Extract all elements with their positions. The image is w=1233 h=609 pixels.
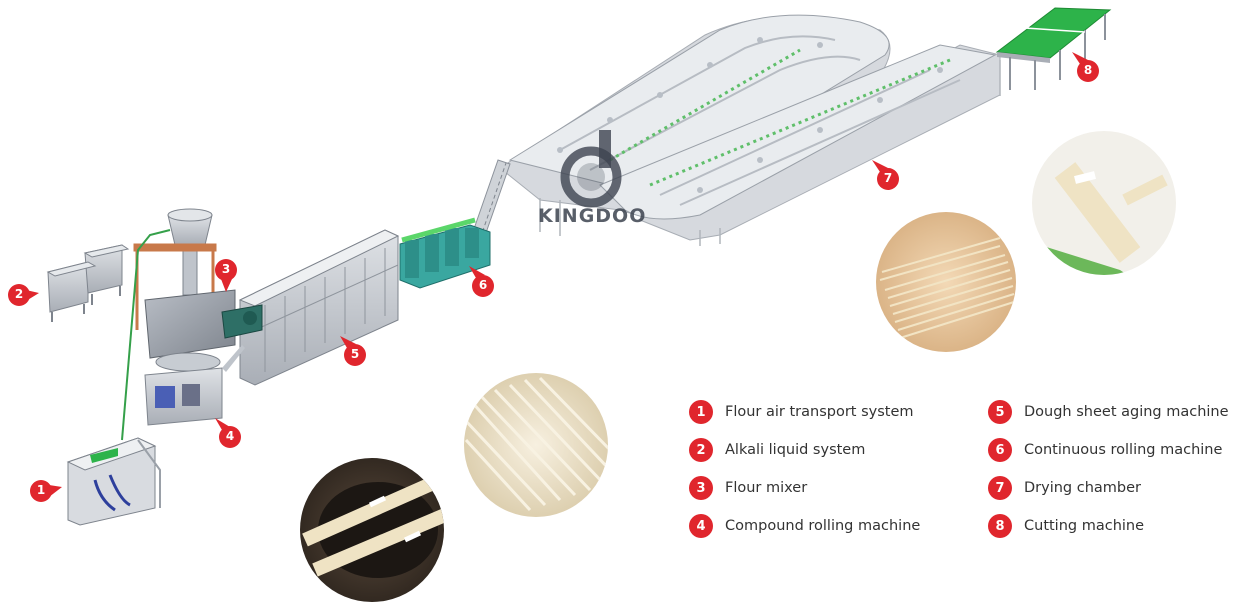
alkali-liquid-system xyxy=(46,244,130,322)
photo-noodle-bundle xyxy=(1032,131,1176,275)
legend-item-2: 2 Alkali liquid system xyxy=(689,437,865,463)
photo-noodles-on-wood xyxy=(876,212,1016,352)
pin-label-3: 3 xyxy=(221,262,231,276)
diagram-pin-3 xyxy=(215,259,237,292)
diagram-pin-6 xyxy=(469,266,494,297)
legend-label: Continuous rolling machine xyxy=(1024,442,1223,458)
legend-label: Drying chamber xyxy=(1024,480,1141,496)
legend-number: 4 xyxy=(689,514,713,538)
legend-item-5: 5 Dough sheet aging machine xyxy=(988,399,1229,425)
kingdoo-logo xyxy=(536,122,666,232)
legend-item-7: 7 Drying chamber xyxy=(988,475,1141,501)
legend-number: 7 xyxy=(988,476,1012,500)
pin-label-2: 2 xyxy=(14,287,24,301)
legend-item-6: 6 Continuous rolling machine xyxy=(988,437,1222,463)
cutting-machine xyxy=(995,7,1112,90)
legend-item-1: 1 Flour air transport system xyxy=(689,399,914,425)
pin-label-1: 1 xyxy=(36,483,46,497)
pin-label-5: 5 xyxy=(350,347,360,361)
continuous-rolling-machine xyxy=(399,217,491,289)
photo-noodle-closeup xyxy=(464,373,608,517)
legend-label: Alkali liquid system xyxy=(725,442,866,458)
flour-air-transport-system xyxy=(66,229,171,526)
diagram-pin-2 xyxy=(8,284,39,306)
flour-mixer xyxy=(133,208,263,359)
legend-label: Dough sheet aging machine xyxy=(1024,404,1229,420)
diagram-pin-4 xyxy=(215,418,241,448)
logo-text: KINGDOO xyxy=(538,205,647,227)
legend-label: Flour mixer xyxy=(725,480,808,496)
legend-number: 1 xyxy=(689,400,713,424)
diagram-pin-7 xyxy=(872,160,899,190)
pin-label-6: 6 xyxy=(478,278,488,292)
legend-item-4: 4 Compound rolling machine xyxy=(689,513,920,539)
legend-number: 5 xyxy=(988,400,1012,424)
diagram-pin-1 xyxy=(30,480,62,502)
drying-chamber xyxy=(467,14,1001,251)
pin-label-4: 4 xyxy=(225,429,235,443)
legend-item-3: 3 Flour mixer xyxy=(689,475,807,501)
legend-number: 3 xyxy=(689,476,713,500)
pin-label-7: 7 xyxy=(883,171,893,185)
diagram-pin-5 xyxy=(340,336,366,366)
legend-number: 6 xyxy=(988,438,1012,462)
photo-noodle-bowl xyxy=(300,458,444,602)
dough-sheet-aging-machine xyxy=(238,229,400,386)
legend-label: Compound rolling machine xyxy=(725,518,921,534)
legend-number: 8 xyxy=(988,514,1012,538)
legend-item-8: 8 Cutting machine xyxy=(988,513,1144,539)
diagram-pin-8 xyxy=(1072,52,1099,82)
compound-rolling-machine xyxy=(144,345,245,426)
pin-label-8: 8 xyxy=(1083,63,1093,77)
legend-label: Cutting machine xyxy=(1024,518,1145,534)
legend-number: 2 xyxy=(689,438,713,462)
legend-label: Flour air transport system xyxy=(725,404,914,420)
